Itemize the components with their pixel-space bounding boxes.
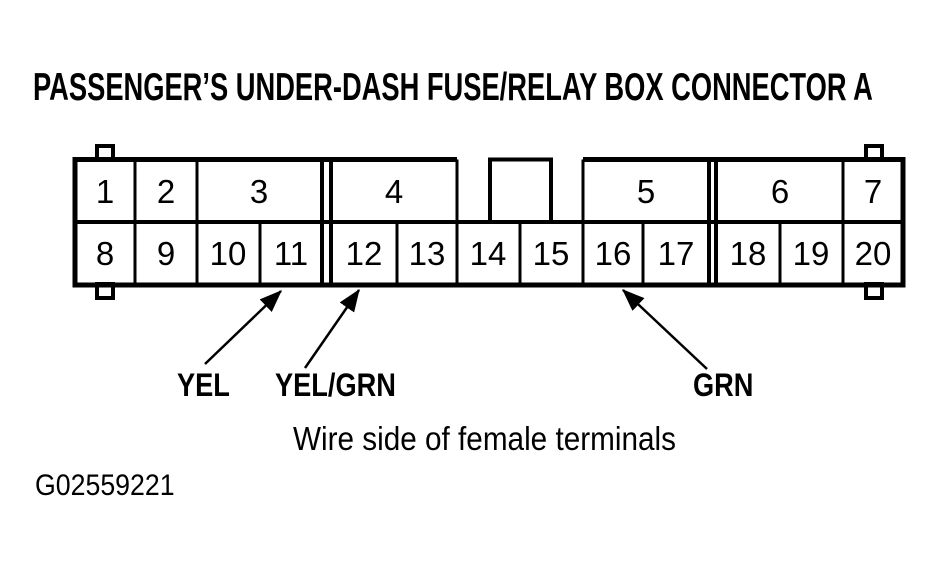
pin-4-label: 4: [385, 173, 403, 210]
wire-color-label-yel-grn: YEL/GRN: [275, 367, 396, 403]
pin-16-label: 16: [595, 235, 632, 272]
pin-14-label: 14: [470, 235, 507, 272]
arrow-to-pin-16: [622, 289, 708, 370]
wire-side-caption: Wire side of female terminals: [293, 420, 676, 457]
pin-6-label: 6: [771, 173, 789, 210]
blank-cavity: [488, 157, 553, 224]
pin-19-label: 19: [793, 235, 830, 272]
pin-12-label: 12: [346, 235, 383, 272]
keyway-double-line-left: [320, 159, 333, 285]
arrow-to-pin-12: [303, 288, 361, 369]
pin-15-label: 15: [533, 235, 570, 272]
pin-1-label: 1: [96, 173, 114, 210]
pin-numbers: 1 2 3 4 5 6 7 8 9 10 11 12 13 14 15 16 1…: [96, 173, 892, 272]
pin-17-label: 17: [658, 235, 695, 272]
pin-11-label: 11: [274, 235, 308, 272]
wire-arrows: [204, 288, 708, 370]
keyway-double-line-right: [707, 159, 718, 285]
figure-id: G02559221: [35, 469, 175, 502]
page-title: PASSENGER’S UNDER-DASH FUSE/RELAY BOX CO…: [33, 66, 873, 109]
pin-8-label: 8: [96, 235, 114, 272]
cell-dividers-full-height: [133, 159, 845, 285]
cell-dividers-bottom-row: [258, 222, 782, 285]
wire-color-label-grn: GRN: [693, 367, 754, 403]
pin-9-label: 9: [157, 235, 175, 272]
arrow-to-pin-11: [204, 290, 282, 365]
pin-7-label: 7: [864, 173, 882, 210]
connector-outline: [72, 157, 906, 288]
pin-3-label: 3: [250, 173, 268, 210]
pin-20-label: 20: [855, 235, 892, 272]
pin-13-label: 13: [409, 235, 446, 272]
pin-10-label: 10: [210, 235, 247, 272]
wire-color-label-yel: YEL: [177, 367, 230, 403]
pin-18-label: 18: [730, 235, 767, 272]
pin-2-label: 2: [157, 173, 175, 210]
pin-5-label: 5: [637, 173, 655, 210]
